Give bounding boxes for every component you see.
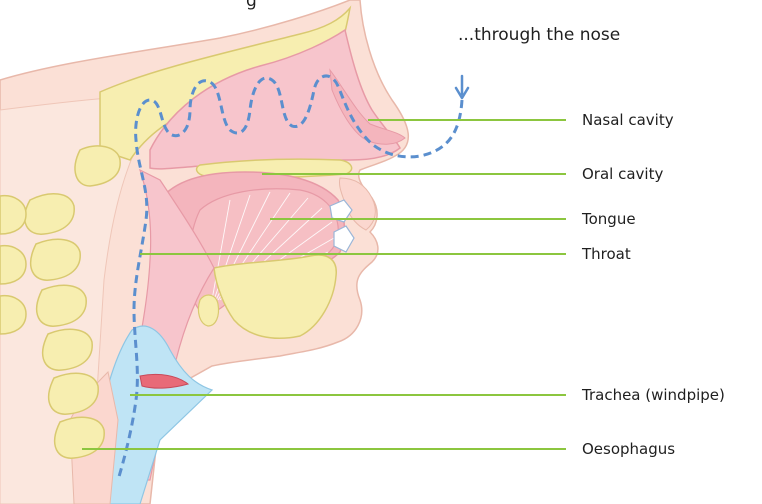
label-tongue: Tongue (581, 210, 636, 228)
airflow-arrow-icon (456, 76, 468, 98)
cut-off-top-text: g (246, 0, 257, 11)
airflow-caption: ...through the nose (458, 25, 620, 45)
label-oesophagus: Oesophagus (582, 440, 675, 458)
label-trachea: Trachea (windpipe) (581, 386, 725, 404)
label-nasal-cavity: Nasal cavity (582, 111, 674, 129)
spine-left-edge (0, 196, 26, 334)
label-throat: Throat (581, 245, 631, 263)
label-oral-cavity: Oral cavity (582, 165, 663, 183)
hyoid-bone (198, 295, 218, 326)
